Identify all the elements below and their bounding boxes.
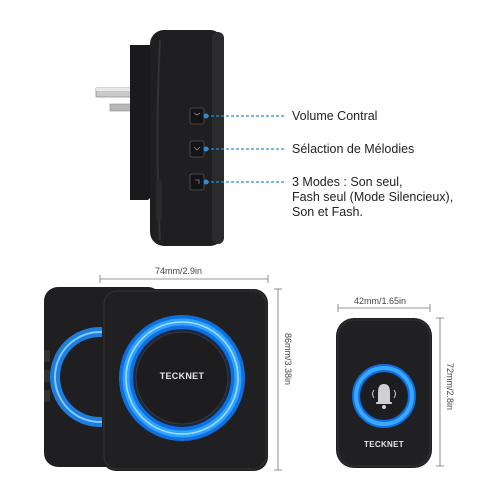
receiver-logo: TECKNET [159,371,205,381]
melody-button-icon [189,140,205,158]
volume-button-icon [189,107,205,125]
modes-label-line2: Fash seul (Mode Silencieux), [292,190,454,204]
plug-prongs-icon [95,87,135,112]
melody-selection-label: Sélaction de Mélodies [292,142,415,156]
receiver-side-body [150,30,224,246]
button-height-dimension [436,317,444,467]
receiver-width-text: 74mm/2.9in [155,266,203,276]
button-width-dimension [337,304,431,312]
receiver-width-dimension [99,275,269,283]
modes-label-line1: 3 Modes : Son seul, [292,175,403,189]
button-height-text: 72mm/2.8in [445,363,455,411]
button-logo: TECKNET [364,440,404,449]
mode-button-icon [189,173,205,191]
modes-label: 3 Modes : Son seul, Fash seul (Mode Sile… [292,175,453,220]
modes-label-line3: Son et Fash. [292,205,363,219]
callout-lines [206,115,285,183]
button-width-text: 42mm/1.65in [354,296,407,306]
bell-icon [372,384,396,409]
receiver-front [102,289,268,471]
receiver-height-dimension [274,288,282,471]
doorbell-button [336,318,432,468]
volume-control-label: Volume Contral [292,109,378,123]
receiver-height-text: 86mm/3.38in [283,333,293,386]
